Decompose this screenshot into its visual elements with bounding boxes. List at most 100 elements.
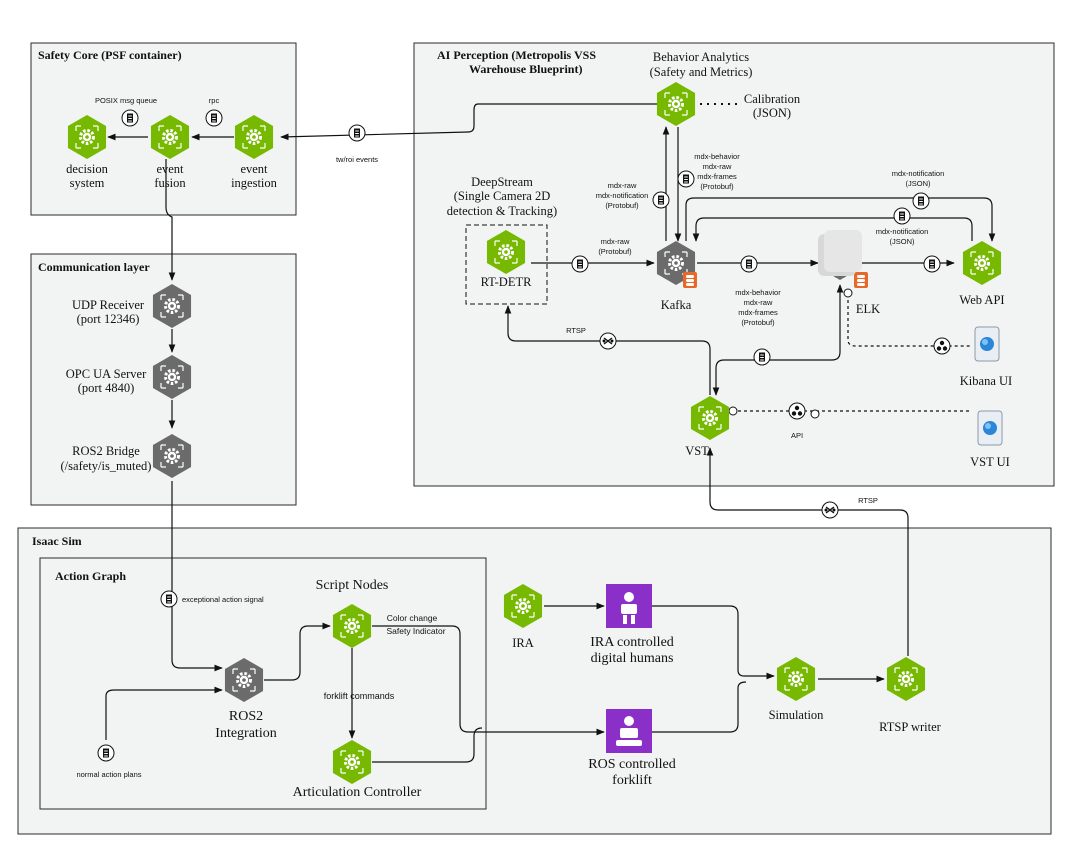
- gear-icon: [164, 448, 180, 464]
- event-fusion-label: fusion: [154, 176, 186, 190]
- mdx-raw-label: mdx-raw: [601, 237, 630, 246]
- opc-ua-server-node: [152, 355, 192, 399]
- opc-ua-server-label: OPC UA Server: [66, 367, 147, 381]
- behavior-analytics-label: Behavior Analytics: [653, 50, 749, 64]
- gear-icon: [164, 369, 180, 385]
- simulation-label: Simulation: [769, 708, 825, 722]
- opc-ua-server-label: (port 4840): [78, 381, 135, 395]
- rtsp-label: RTSP: [566, 326, 586, 335]
- kafka-down-label: mdx-raw: [703, 162, 732, 171]
- event-ingestion-node: [234, 115, 274, 159]
- api-icon: [788, 402, 806, 420]
- web-api-label: Web API: [959, 293, 1004, 307]
- node-labels: decision system event fusion event inges…: [61, 50, 1013, 800]
- elk-stream-label: mdx-raw: [744, 298, 773, 307]
- message-document-icon: [923, 255, 941, 273]
- message-document-icon: [652, 191, 670, 209]
- ai-perception-title-line2: Warehouse Blueprint): [469, 62, 582, 76]
- notification-top-label: (JSON): [906, 179, 932, 188]
- message-document-icon: [348, 124, 366, 142]
- kafka-down-label: (Protobuf): [700, 182, 734, 191]
- gear-icon: [79, 129, 95, 145]
- elk-stream-label: mdx-behavior: [735, 288, 781, 297]
- vst-label: VST: [685, 444, 709, 458]
- articulation-controller-label: Articulation Controller: [293, 785, 422, 800]
- rtsp-writer-node: [886, 657, 926, 701]
- safety-indicator-label: Safety Indicator: [386, 626, 445, 636]
- event-fusion-node: [150, 115, 190, 159]
- action-graph-title: Action Graph: [55, 569, 126, 583]
- color-change-label: Color change: [387, 613, 438, 623]
- ai-perception-title-line1: AI Perception (Metropolis VSS: [437, 48, 596, 62]
- message-document-icon: [753, 348, 771, 366]
- forklift-commands-label: forklift commands: [324, 691, 395, 701]
- rt-detr-node: [486, 230, 526, 274]
- ros2-integration-node: [224, 658, 264, 702]
- simulation-node: [776, 657, 816, 701]
- stream-icon: [599, 332, 617, 350]
- gear-icon: [246, 129, 262, 145]
- deepstream-label: DeepStream: [471, 175, 533, 189]
- decision-system-label: decision: [66, 162, 108, 176]
- behavior-analytics-label: (Safety and Metrics): [650, 65, 753, 79]
- web-api-node: [962, 241, 1002, 285]
- gear-icon: [344, 754, 360, 770]
- gear-icon: [515, 598, 531, 614]
- edge-labels: POSIX msg queue rpc tw/roi events mdx-ra…: [76, 96, 944, 779]
- gear-icon: [498, 244, 514, 260]
- ira-label: IRA: [512, 636, 534, 650]
- message-document-icon: [160, 590, 178, 608]
- kafka-up-label: (Protobuf): [605, 201, 639, 210]
- ira-digital-humans-label: digital humans: [591, 651, 674, 666]
- message-document-icon: [121, 109, 139, 127]
- tw-roi-events-label: tw/roi events: [336, 155, 378, 164]
- message-document-icon: [893, 207, 911, 225]
- ros-forklift-tile: [606, 709, 652, 753]
- script-nodes-label: Script Nodes: [316, 578, 389, 593]
- kafka-database-icon: [683, 272, 697, 288]
- kafka-label: Kafka: [661, 298, 692, 312]
- rt-detr-label: RT-DETR: [481, 275, 533, 289]
- message-document-icon: [205, 109, 223, 127]
- rpc-label: rpc: [209, 96, 220, 105]
- ros-forklift-label: forklift: [612, 773, 652, 788]
- elk-database-icon: [854, 272, 868, 288]
- posix-label: POSIX msg queue: [95, 96, 157, 105]
- message-document-icon: [571, 255, 589, 273]
- elk-stream-label: (Protobuf): [741, 318, 775, 327]
- kibana-ui-label: Kibana UI: [960, 374, 1012, 388]
- articulation-controller-node: [332, 740, 372, 784]
- ros2-bridge-node: [152, 434, 192, 478]
- udp-receiver-label: (port 12346): [77, 312, 140, 326]
- deepstream-box: [465, 224, 548, 305]
- event-ingestion-label: event: [240, 162, 268, 176]
- ros2-bridge-label: (/safety/is_muted): [61, 459, 152, 473]
- kafka-down-label: mdx-behavior: [694, 152, 740, 161]
- gear-icon: [668, 96, 684, 112]
- gear-icon: [162, 129, 178, 145]
- kafka-up-label: mdx-raw: [608, 181, 637, 190]
- notification-mid-label: mdx-notification: [876, 227, 929, 236]
- ira-digital-humans-label: IRA controlled: [590, 635, 674, 650]
- isaac-sim-title: Isaac Sim: [32, 534, 82, 548]
- vst-node: [690, 396, 730, 440]
- behavior-analytics-node: [656, 82, 696, 126]
- kibana-ui-icon: [974, 326, 1000, 362]
- ros2-integration-label: ROS2: [229, 709, 263, 724]
- message-document-icon: [677, 170, 695, 188]
- udp-receiver-label: UDP Receiver: [72, 298, 145, 312]
- gear-icon: [668, 255, 684, 271]
- notification-top-label: mdx-notification: [892, 169, 945, 178]
- gear-icon: [898, 671, 914, 687]
- gear-icon: [788, 671, 804, 687]
- script-nodes-node: [332, 604, 372, 648]
- elk-stack-backdrop: [818, 230, 862, 276]
- ros2-bridge-label: ROS2 Bridge: [72, 444, 140, 458]
- ros2-integration-label: Integration: [215, 726, 276, 741]
- mdx-raw-label: (Protobuf): [598, 247, 632, 256]
- gear-icon: [236, 672, 252, 688]
- communication-layer-title: Communication layer: [38, 260, 150, 274]
- udp-receiver-node: [152, 284, 192, 328]
- normal-action-plans-label: normal action plans: [76, 770, 141, 779]
